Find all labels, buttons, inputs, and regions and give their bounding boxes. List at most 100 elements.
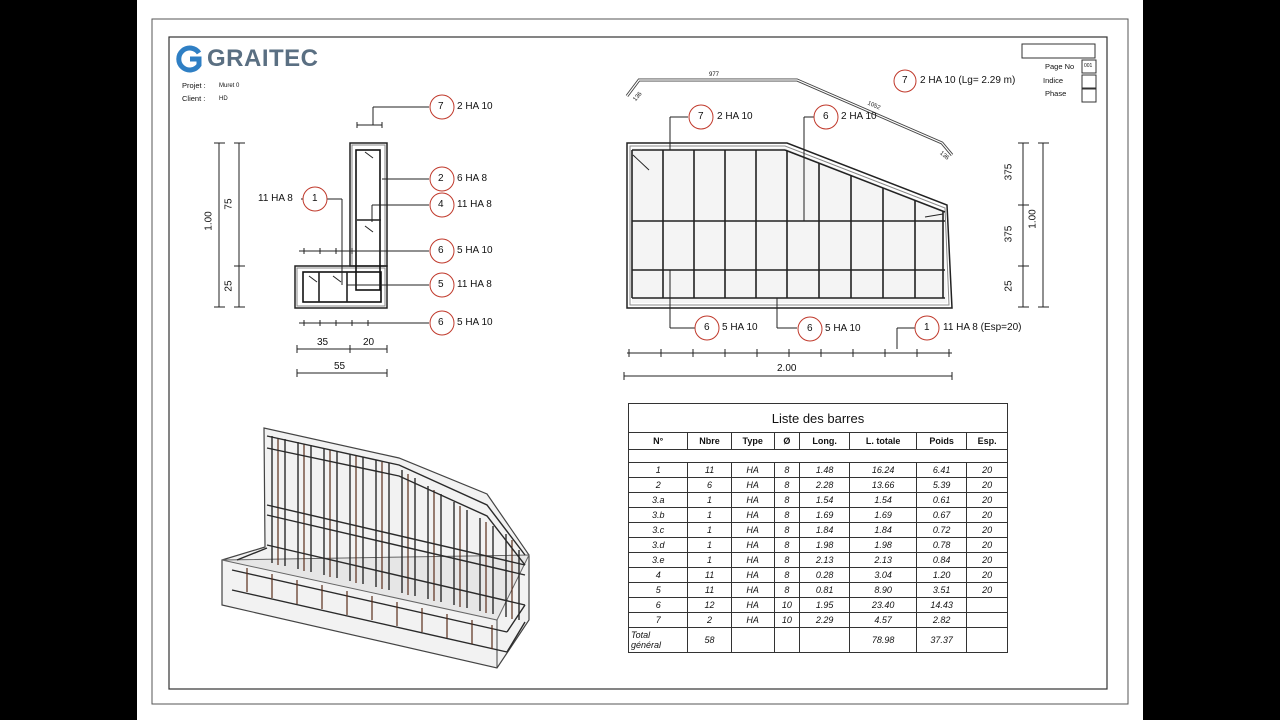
column-header: Long. [799,432,851,450]
company-name: GRAITEC [207,45,319,72]
column-header: Poids [916,432,968,450]
indice-label: Indice [1043,76,1064,85]
total-weight: 37.37 [916,627,968,653]
table-cell: HA [730,552,775,568]
table-cell: 1 [687,552,732,568]
table-cell: 23.40 [849,597,918,613]
column-header: N° [627,432,689,450]
table-cell: 2.13 [849,552,918,568]
column-header: Nbre [687,432,732,450]
table-cell: 8 [773,477,801,493]
column-header: Type [730,432,775,450]
table-cell: HA [730,492,775,508]
table-cell: 0.84 [916,552,968,568]
dim-h2: 375 [1003,225,1015,243]
table-cell: 2 [687,612,732,628]
page-no-label: Page No [1045,62,1075,71]
column-header: Ø [773,432,801,450]
table-cell: 8 [773,462,801,478]
callout-num: 6 [438,245,444,256]
table-cell: 1.95 [799,597,851,613]
table-cell: 11 [687,567,732,583]
table-cell [966,612,1008,628]
table-cell: 1 [687,492,732,508]
table-cell: 2.28 [799,477,851,493]
table-cell: 3.51 [916,582,968,598]
dim-h1: 375 [1003,163,1015,181]
dim-w-total: 2.00 [777,363,797,374]
table-cell: 2 [627,477,689,493]
drawing-canvas [151,18,1129,705]
table-cell: 1.69 [799,507,851,523]
callout-num: 6 [823,111,829,122]
callout-text: 5 HA 10 [457,245,493,256]
total-nbre: 58 [687,627,732,653]
callout-num: 6 [704,322,710,333]
phase-label: Phase [1045,89,1067,98]
inner-border [168,36,1108,690]
dim-upper-height: 75 [223,198,235,210]
callout-num: 2 [438,173,444,184]
callout-text: 11 HA 8 [457,199,492,210]
total-length: 78.98 [849,627,918,653]
table-cell: 0.61 [916,492,968,508]
table-cell: 20 [966,507,1008,523]
table-cell: 8 [773,582,801,598]
table-cell: HA [730,582,775,598]
table-cell: 11 [687,582,732,598]
dim-width-2: 20 [363,337,375,348]
dim-lower-height: 25 [223,280,235,292]
table-cell: 7 [627,612,689,628]
table-cell: 1 [687,507,732,523]
callout-num: 6 [807,323,813,334]
table-cell: 1 [687,537,732,553]
table-cell: 8.90 [849,582,918,598]
elevation-callout-circles [688,69,940,342]
table-cell: 20 [966,477,1008,493]
callout-text: 6 HA 8 [457,173,488,184]
table-cell: 20 [966,552,1008,568]
client-value: HD [219,96,228,102]
projet-label: Projet : [182,81,206,90]
table-cell: HA [730,477,775,493]
table-cell: 6 [687,477,732,493]
table-cell: 20 [966,567,1008,583]
table-cell: HA [730,597,775,613]
table-cell: 0.28 [799,567,851,583]
dim-total-height: 1.00 [203,211,215,231]
isometric-3d-view [221,427,530,669]
callout-num: 5 [438,279,444,290]
elevation-view [623,78,1049,380]
table-cell: 1.48 [799,462,851,478]
table-cell: 20 [966,522,1008,538]
callout-text: 5 HA 10 [825,323,861,334]
graitec-g-icon [176,45,202,73]
callout-num: 7 [698,111,704,122]
table-cell: 1.69 [849,507,918,523]
callout-text: 2 HA 10 [717,111,753,122]
table-cell: 2.82 [916,612,968,628]
table-cell: 8 [773,552,801,568]
client-label: Client : [182,94,206,103]
table-cell: HA [730,537,775,553]
table-cell: 1.84 [799,522,851,538]
table-cell: 0.78 [916,537,968,553]
table-cell: HA [730,522,775,538]
cartouche-boxes [1021,43,1097,103]
spacer-row [628,449,1008,463]
dim-h-total: 1.00 [1027,209,1039,229]
table-cell: 11 [687,462,732,478]
dim-width-1: 35 [317,337,329,348]
callout-text: 11 HA 8 [457,279,492,290]
